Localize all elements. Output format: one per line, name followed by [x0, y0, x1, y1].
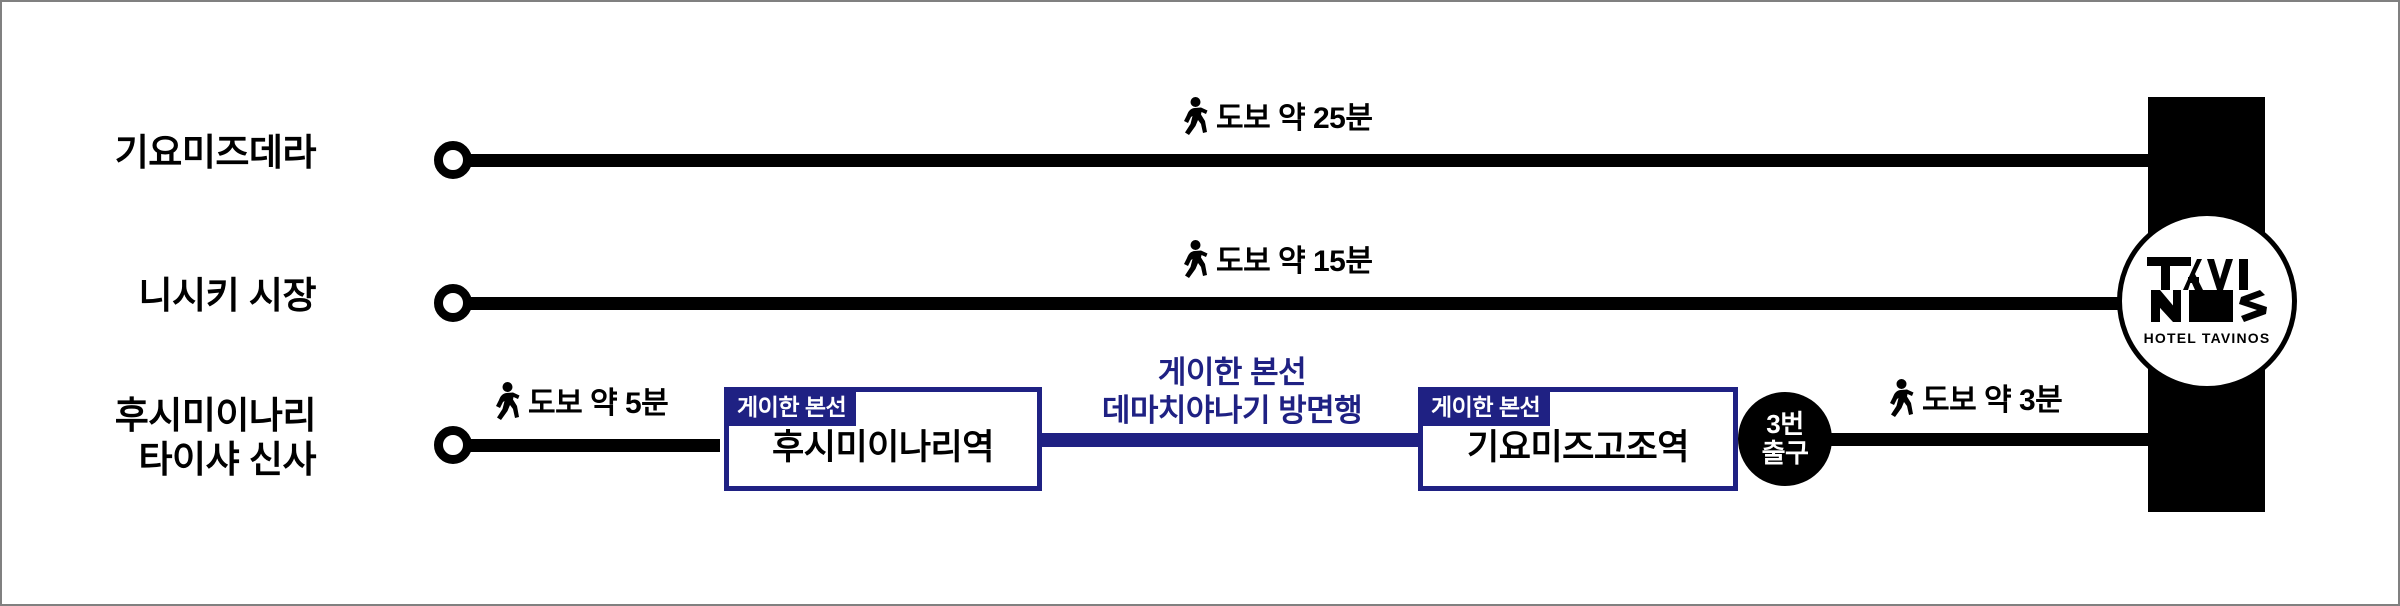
walking-person-icon — [1182, 240, 1208, 283]
walk-info-row3-first: 도보 약 5분 — [494, 382, 669, 425]
hotel-logo-subtitle: HOTEL TAVINOS — [2143, 329, 2271, 346]
route-line-row1 — [470, 154, 2164, 167]
exit-label: 출구 — [1761, 438, 1809, 468]
route-line-row3-walk-last — [1824, 433, 2164, 446]
walk-info-row2: 도보 약 15분 — [1182, 240, 1373, 283]
walking-person-icon — [1182, 97, 1208, 140]
hotel-logo: HOTEL TAVINOS — [2117, 211, 2297, 391]
route-line-row2 — [470, 297, 2164, 310]
walk-duration-row3-first: 도보 약 5분 — [528, 386, 669, 420]
walking-person-icon — [494, 382, 520, 425]
tavinos-wordmark-icon — [2147, 256, 2267, 322]
walk-duration-row2: 도보 약 15분 — [1216, 244, 1373, 278]
route-line-row3-walk-first — [470, 439, 720, 452]
destination-label-row2: 니시키 시장 — [138, 275, 317, 316]
walk-duration-row1: 도보 약 25분 — [1216, 101, 1373, 135]
walk-duration-row3-last: 도보 약 3분 — [1922, 383, 2063, 417]
destination-label-row1: 기요미즈데라 — [114, 132, 317, 173]
destination-label-row3: 후시미이나리 타이샤 신사 — [114, 395, 317, 480]
node-marker-row1 — [434, 141, 472, 179]
station-line-tag-destination: 게이한 본선 — [1421, 390, 1551, 426]
walking-person-icon — [1888, 379, 1914, 422]
node-marker-row3 — [434, 426, 472, 464]
walk-info-row3-last: 도보 약 3분 — [1888, 379, 2063, 422]
station-box-destination: 게이한 본선 기요미즈고조역 — [1418, 387, 1738, 491]
station-box-origin: 게이한 본선 후시미이나리역 — [724, 387, 1042, 491]
station-exit-badge: 3번 출구 — [1738, 392, 1832, 486]
rail-direction-caption: 게이한 본선 데마치야나기 방면행 — [1101, 355, 1363, 428]
station-name-origin: 후시미이나리역 — [772, 427, 994, 467]
node-marker-row2 — [434, 284, 472, 322]
walk-info-row1: 도보 약 25분 — [1182, 97, 1373, 140]
rail-line-segment — [1042, 433, 1418, 447]
station-line-tag-origin: 게이한 본선 — [727, 390, 857, 426]
station-name-destination: 기요미즈고조역 — [1467, 427, 1689, 467]
exit-number: 3번 — [1766, 409, 1804, 439]
